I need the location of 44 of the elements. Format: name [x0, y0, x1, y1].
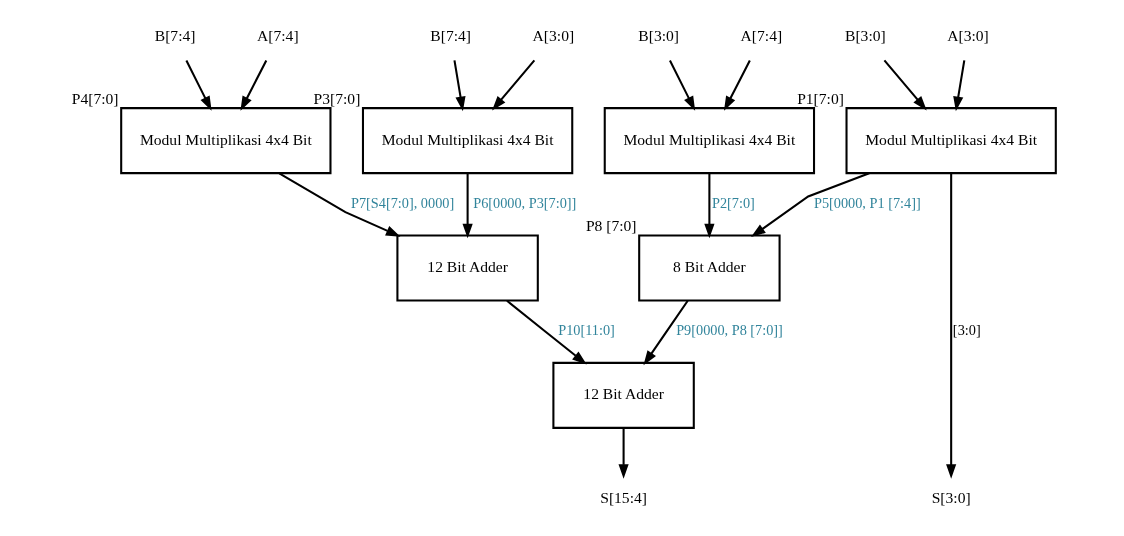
edge-label: [3:0]	[952, 322, 981, 339]
arrow	[723, 59, 751, 111]
node-text: B[3:0]	[844, 26, 886, 44]
arrow	[278, 172, 400, 237]
arrow	[462, 173, 473, 239]
node-text: S[3:0]	[931, 489, 971, 507]
node-box: 8 Bit Adder	[637, 234, 781, 302]
edge-label: P7[S4[7:0], 0000]	[350, 194, 454, 211]
node-text: B[3:0]	[637, 26, 679, 44]
node-box: Modul Multiplikasi 4x4 Bit	[603, 107, 815, 175]
arrow	[505, 299, 587, 365]
arrow	[642, 300, 689, 366]
node-box: 12 Bit Adder	[551, 361, 695, 429]
node-box: Modul Multiplikasi 4x4 Bit	[361, 107, 573, 175]
arrow	[952, 60, 965, 112]
arrow	[883, 59, 927, 111]
arrow	[452, 60, 466, 112]
edge-label: P9[0000, P8 [7:0]]	[675, 322, 783, 339]
node-label: P1[7:0]	[796, 89, 844, 107]
arrow	[618, 428, 629, 479]
node-label: P3[7:0]	[313, 89, 360, 107]
arrow	[184, 59, 212, 111]
node-box: Modul Multiplikasi 4x4 Bit	[845, 107, 1057, 175]
edge-label: P10[11:0]	[557, 322, 615, 339]
arrow	[239, 59, 267, 111]
node-text: A[7:4]	[740, 26, 782, 44]
node-text: A[7:4]	[256, 26, 299, 44]
edge-label: P5[0000, P1 [7:4]]	[813, 194, 921, 211]
node-label: P4[7:0]	[71, 89, 119, 107]
node-text: S[15:4]	[599, 489, 647, 507]
edge-label: P2[7:0]	[711, 194, 755, 211]
node-box: 12 Bit Adder	[395, 234, 539, 302]
arrow	[668, 59, 695, 111]
arrow	[750, 172, 870, 238]
node-text: A[3:0]	[532, 26, 574, 44]
node-text: B[7:4]	[429, 26, 471, 44]
edge-label: P6[0000, P3[7:0]]	[472, 194, 576, 211]
arrow	[945, 173, 956, 479]
node-label: P8 [7:0]	[585, 217, 637, 235]
arrow	[491, 59, 535, 111]
node-box: Modul Multiplikasi 4x4 Bit	[119, 107, 331, 175]
node-text: B[7:4]	[154, 26, 195, 44]
arrow	[703, 173, 714, 239]
node-text: A[3:0]	[946, 26, 989, 44]
